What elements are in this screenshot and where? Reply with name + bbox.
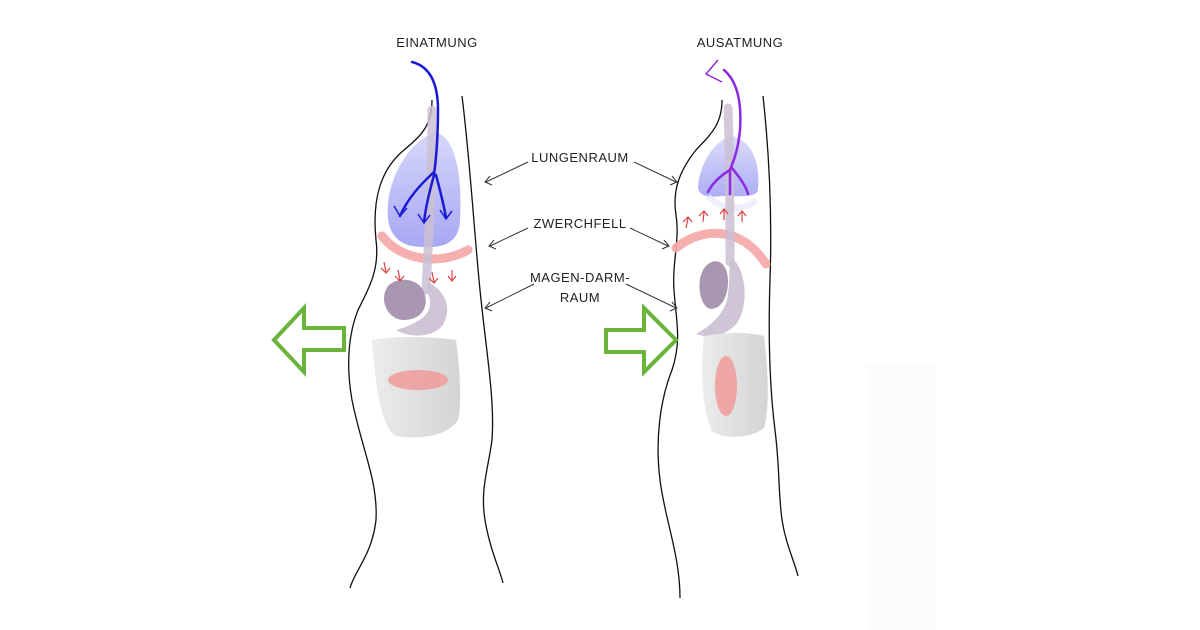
pointer-gut — [484, 283, 678, 312]
inhale-organ-dark — [383, 279, 426, 320]
exhale-figure: AUSATMUNG — [604, 35, 799, 599]
center-labels: LUNGENRAUM ZWERCHFELL MAGEN-DARM- RAUM — [484, 150, 678, 312]
inhale-airway-arrowheads — [393, 205, 453, 225]
inhale-body-front — [348, 99, 433, 589]
exhale-body-front — [657, 99, 723, 599]
label-zwerchfell: ZWERCHFELL — [533, 216, 626, 231]
inhale-diaphragm — [377, 231, 473, 264]
inhale-abdomen-mark — [388, 370, 448, 390]
inhale-body-back — [461, 95, 504, 584]
exhale-abdomen-mark — [715, 356, 737, 416]
label-magen-darm-line2: RAUM — [560, 290, 600, 305]
exhale-organ-dark — [699, 261, 728, 309]
inhale-title: EINATMUNG — [396, 35, 478, 50]
exhale-organ-light — [696, 258, 745, 337]
exhale-diaphragm-arrows — [682, 208, 747, 229]
label-magen-darm-line1: MAGEN-DARM- — [530, 270, 630, 285]
background-panel — [866, 365, 936, 630]
label-lungenraum: LUNGENRAUM — [531, 150, 628, 165]
exhale-title: AUSATMUNG — [697, 35, 784, 50]
pointer-diaphragm — [488, 227, 670, 250]
exhale-airway — [706, 68, 750, 196]
exhale-airway-arrowhead — [704, 59, 723, 83]
inhale-organ-light — [396, 282, 448, 336]
exhale-diaphragm — [671, 228, 771, 269]
inhale-lung — [387, 132, 461, 248]
inhale-figure: EINATMUNG — [271, 35, 504, 589]
inhale-airway — [398, 60, 448, 224]
inhale-arrow-left-icon — [271, 302, 346, 378]
inhale-diaphragm-arrows — [380, 261, 457, 284]
pointer-lung — [484, 161, 678, 186]
exhale-arrow-right-icon — [604, 303, 679, 377]
exhale-body-back — [762, 95, 799, 577]
